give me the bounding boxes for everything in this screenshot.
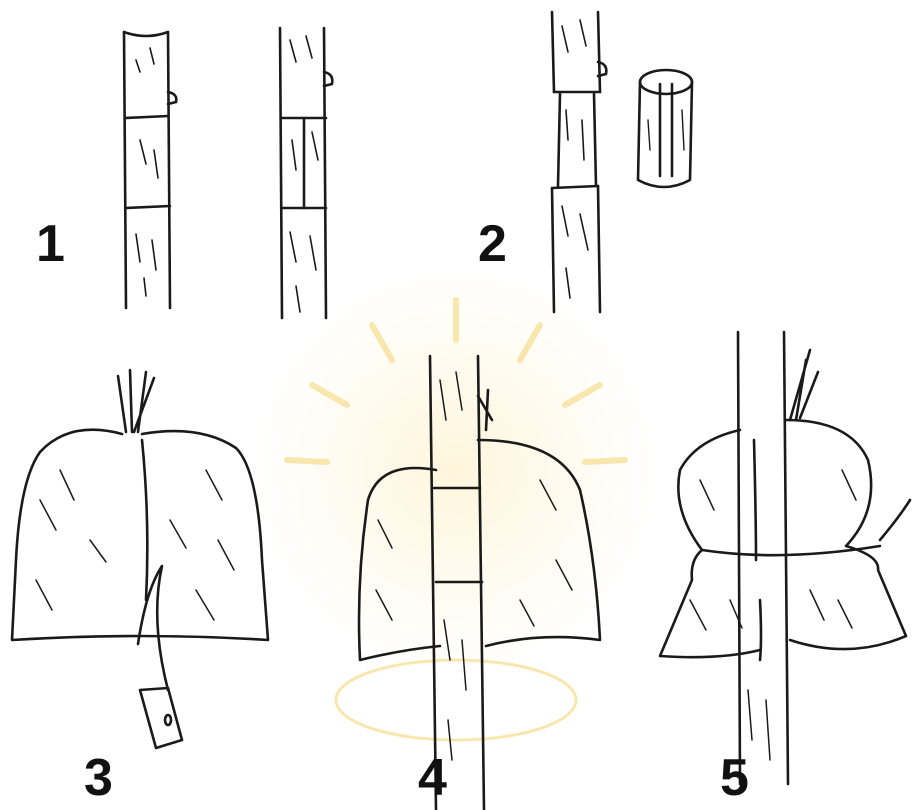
step1-stem-left [124, 32, 176, 308]
step-label-3: 3 [84, 752, 113, 804]
watermark-seal [256, 270, 656, 740]
step3-knife [138, 566, 182, 748]
step-label-4: 4 [418, 752, 447, 804]
step2-stem [552, 12, 606, 312]
step3-moss-bundle [12, 370, 268, 640]
step1-stem-right [280, 28, 332, 318]
step-label-5: 5 [720, 752, 749, 804]
step5-tied-moss [660, 332, 910, 784]
step2-bark-ring [638, 70, 692, 187]
step-label-1: 1 [36, 218, 65, 270]
step-label-2: 2 [478, 218, 507, 270]
